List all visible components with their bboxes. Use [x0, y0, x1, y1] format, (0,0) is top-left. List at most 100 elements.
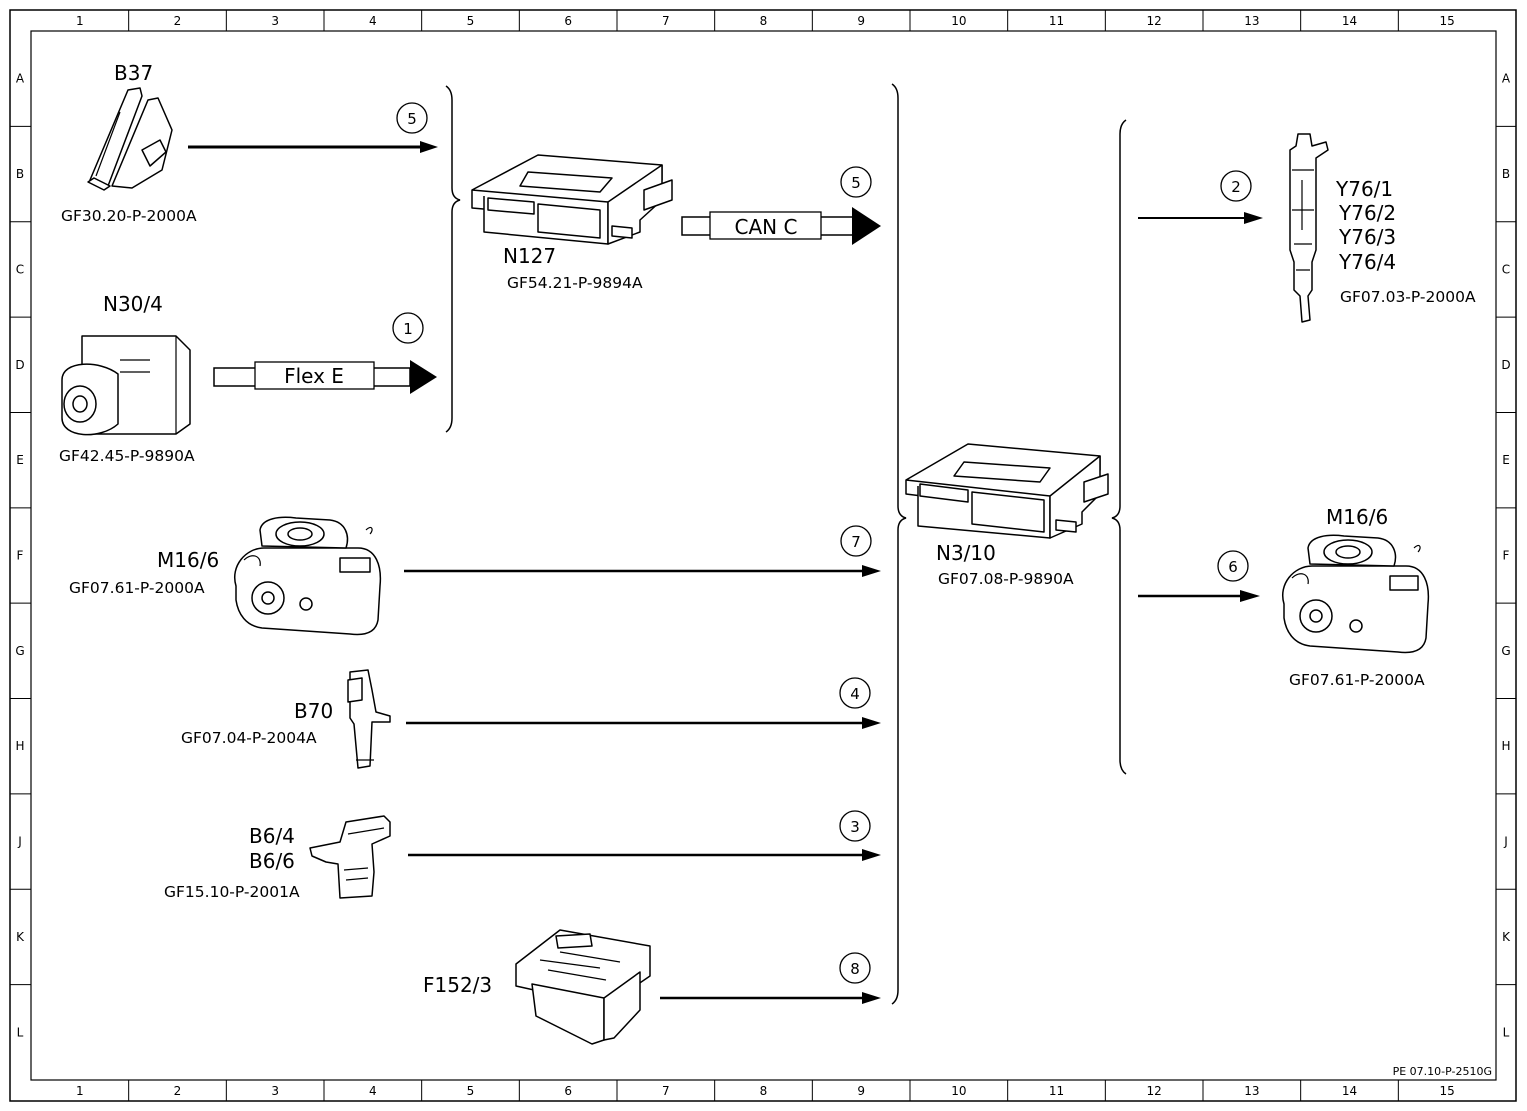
grid-column-label: 10 [951, 1084, 966, 1098]
grid-row-label: H [1501, 739, 1510, 753]
grid-column-label: 11 [1049, 14, 1064, 28]
grid-column-label: 10 [951, 14, 966, 28]
n127-input-bracket [445, 85, 461, 433]
f152-3-signal-callout: 8 [839, 952, 871, 984]
grid-column-label: 4 [369, 1084, 377, 1098]
b37-arrow [188, 141, 438, 153]
flex-e-label: Flex E [284, 364, 344, 388]
n127-label: N127 [503, 244, 556, 268]
grid-column-label: 14 [1342, 14, 1357, 28]
b37-label: B37 [114, 61, 153, 85]
svg-text:6: 6 [1228, 558, 1238, 576]
grid-column-label: 3 [271, 1084, 279, 1098]
y76-ref: GF07.03-P-2000A [1340, 288, 1476, 306]
grid-row-label: J [1503, 835, 1508, 849]
grid-column-label: 1 [76, 1084, 84, 1098]
b37-ref: GF30.20-P-2000A [61, 207, 197, 225]
grid-ticks [10, 10, 1516, 1101]
f152-3-label: F152/3 [423, 973, 492, 997]
grid-column-label: 9 [857, 1084, 865, 1098]
m16-6-right-signal-callout: 6 [1217, 550, 1249, 582]
fuse-relay-module-icon [515, 929, 651, 1045]
abs-control-unit-icon [61, 335, 191, 436]
n3-10-component: N3/10 GF07.08-P-9890A [905, 443, 1109, 588]
b70-component: B70 GF07.04-P-2004A 4 [181, 669, 881, 769]
n30-4-label: N30/4 [103, 292, 163, 316]
f152-3-arrow [660, 992, 881, 1004]
grid-row-label: A [1502, 72, 1511, 86]
grid-row-label: F [1503, 549, 1510, 563]
grid-row-label: L [17, 1025, 24, 1039]
grid-row-label: E [1502, 453, 1510, 467]
m16-6-left-signal-callout: 7 [840, 525, 872, 557]
b70-ref: GF07.04-P-2004A [181, 729, 317, 747]
b70-arrow [406, 717, 881, 729]
b37-signal-callout: 5 [396, 102, 428, 134]
grid-row-label: B [16, 167, 24, 181]
f152-3-component: F152/3 8 [423, 929, 881, 1045]
grid-column-label: 13 [1244, 1084, 1259, 1098]
grid-row-label: H [15, 739, 24, 753]
n30-4-ref: GF42.45-P-9890A [59, 447, 195, 465]
m16-6-right-arrow [1138, 590, 1260, 602]
grid-row-label: D [15, 358, 24, 372]
grid-column-label: 5 [467, 14, 475, 28]
grid-column-label: 11 [1049, 1084, 1064, 1098]
flex-e-bus-arrow: Flex E [213, 360, 437, 394]
y76-arrow [1138, 212, 1263, 224]
m16-6-left-ref: GF07.61-P-2000A [69, 579, 205, 597]
y76-signal-callout: 2 [1220, 170, 1252, 202]
b6-signal-callout: 3 [839, 810, 871, 842]
y76-component: Y76/1 Y76/2 Y76/3 Y76/4 GF07.03-P-2000A … [1138, 133, 1476, 323]
throttle-actuator-icon [233, 516, 382, 636]
m16-6-left-component: M16/6 GF07.61-P-2000A 7 [69, 516, 881, 636]
grid-column-label: 15 [1440, 14, 1455, 28]
n3-10-ref: GF07.08-P-9890A [938, 570, 1074, 588]
b70-signal-callout: 4 [839, 677, 871, 709]
grid-column-label: 4 [369, 14, 377, 28]
n3-10-output-bracket [1111, 119, 1127, 775]
svg-text:8: 8 [850, 960, 860, 978]
n127-signal-callout: 5 [840, 166, 872, 198]
svg-text:5: 5 [407, 110, 417, 128]
can-c-bus-arrow: CAN C [681, 207, 881, 245]
grid-column-label: 2 [174, 14, 182, 28]
grid-row-label: B [1502, 167, 1510, 181]
drawing-frame: 1122334455667788991010111112121313141415… [9, 9, 1517, 1102]
grid-column-label: 12 [1147, 1084, 1162, 1098]
b37-component: B37 GF30.20-P-2000A 5 [61, 61, 438, 225]
document-code: PE 07.10-P-2510G [1393, 1065, 1492, 1078]
n127-component: N127 GF54.21-P-9894A CAN C 5 [471, 154, 881, 292]
b6-arrow [408, 849, 881, 861]
b6-6-label: B6/6 [249, 849, 295, 873]
y76-3-label: Y76/3 [1338, 225, 1396, 249]
can-c-label: CAN C [735, 215, 798, 239]
y76-1-label: Y76/1 [1335, 177, 1393, 201]
grid-row-label: G [15, 644, 24, 658]
b6-4-label: B6/4 [249, 824, 295, 848]
b70-label: B70 [294, 699, 333, 723]
grid-column-label: 7 [662, 14, 670, 28]
grid-column-label: 6 [564, 14, 572, 28]
grid-column-label: 7 [662, 1084, 670, 1098]
grid-column-label: 9 [857, 14, 865, 28]
grid-column-label: 8 [760, 14, 768, 28]
m16-6-right-label: M16/6 [1326, 505, 1388, 529]
svg-text:1: 1 [403, 320, 413, 338]
grid-column-label: 1 [76, 14, 84, 28]
grid-row-label: L [1503, 1025, 1510, 1039]
svg-text:3: 3 [850, 818, 860, 836]
n3-10-label: N3/10 [936, 541, 996, 565]
grid-row-label: E [16, 453, 24, 467]
svg-text:2: 2 [1231, 178, 1241, 196]
crankshaft-sensor-icon [347, 669, 391, 769]
grid-row-label: C [16, 262, 24, 276]
grid-row-label: G [1501, 644, 1510, 658]
grid-column-label: 8 [760, 1084, 768, 1098]
n3-10-input-bracket [891, 83, 907, 1005]
accelerator-pedal-icon [87, 87, 173, 191]
grid-column-label: 15 [1440, 1084, 1455, 1098]
throttle-actuator-icon [1281, 534, 1430, 654]
grid-row-label: J [17, 835, 22, 849]
